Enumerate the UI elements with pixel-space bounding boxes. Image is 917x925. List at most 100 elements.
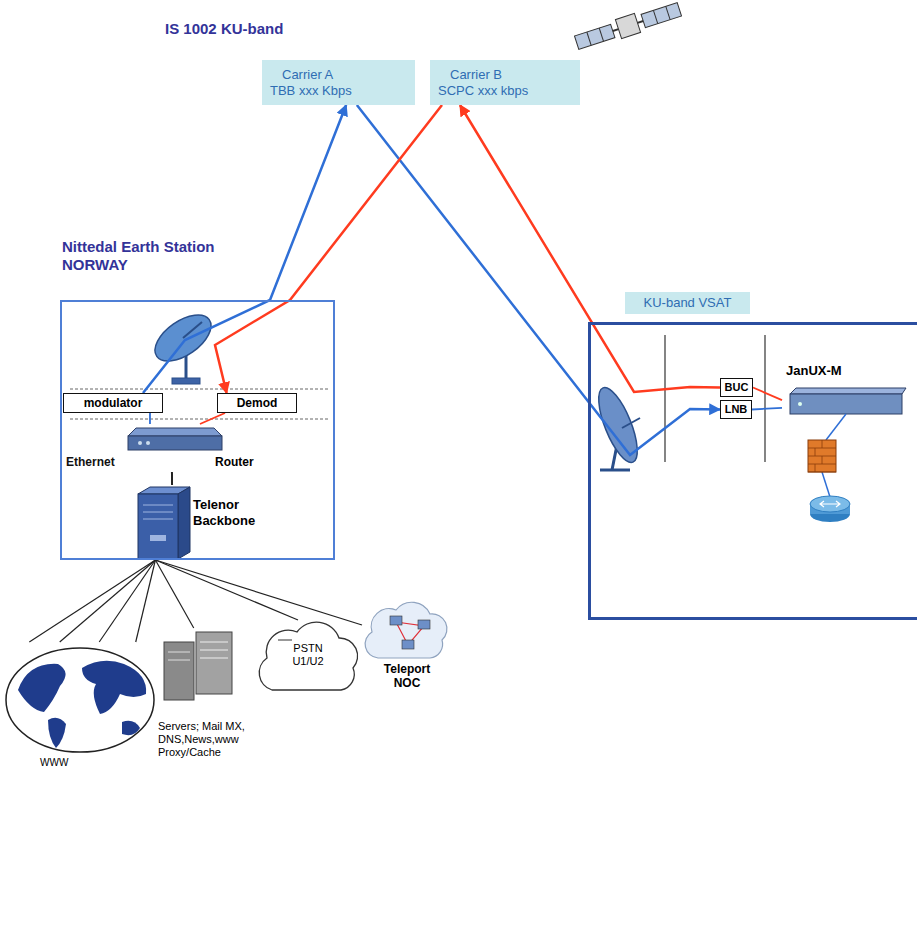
pstn-cloud [259, 622, 357, 690]
server-rack-icon-part [196, 632, 232, 694]
connector [215, 105, 442, 393]
lan-router-icon-part [820, 501, 840, 507]
carrier-box: Carrier BSCPC xxx kbps [430, 60, 580, 105]
node-text: Servers; Mail MX, DNS,News,www Proxy/Cac… [158, 720, 260, 760]
internet-node: WWW [5, 642, 157, 772]
node-text: Nittedal Earth Station NORWAY [62, 238, 277, 274]
backbone-node: Telenor Backbone [125, 485, 285, 560]
server-icon [138, 487, 190, 559]
divider-line [665, 335, 765, 462]
router-node: Router [128, 424, 268, 472]
satellite-icon-part [615, 13, 640, 38]
lnb-box: LNB [720, 400, 752, 419]
connector [357, 105, 720, 455]
connector [99, 560, 155, 642]
vsat-dish-part [622, 418, 640, 428]
node-text: KU-band VSAT [625, 292, 750, 314]
globe-icon [6, 648, 154, 752]
dashed-line-part [70, 389, 330, 390]
earth-station-dish-part [147, 306, 219, 371]
divider-line-part [664, 335, 665, 462]
vsat-dish-part [591, 383, 645, 467]
firewall-icon-part [822, 440, 823, 448]
node-text: JanUX-M [786, 363, 842, 379]
node-text: PSTN U1/U2 [286, 642, 330, 668]
node-text: Router [215, 455, 254, 469]
pstn-cloud-part [278, 640, 292, 641]
router-icon-part [138, 441, 142, 445]
globe-icon-part [6, 648, 154, 752]
globe-icon-part [48, 718, 66, 748]
node-text: BUC [725, 381, 749, 394]
globe-icon-part [82, 661, 146, 714]
server-rack-icon-part [168, 652, 190, 653]
server-icon-part [143, 512, 173, 513]
connector [29, 560, 155, 642]
server-rack-icon-part [200, 642, 228, 643]
connector [753, 388, 782, 401]
firewall-icon-part [815, 464, 816, 472]
router-icon-part [128, 436, 222, 450]
connector [155, 560, 362, 625]
server-rack-icon-part [200, 650, 228, 651]
node-text: Teleport NOC [374, 662, 440, 691]
dashed-line-part [70, 419, 330, 420]
globe-icon-part [18, 664, 66, 712]
firewall-icon-part [808, 440, 836, 472]
satellite-icon-part [613, 29, 619, 31]
lan-router-icon [810, 496, 850, 522]
carrier-box: Carrier ATBB xxx Kbps [262, 60, 415, 105]
firewall-icon-part [815, 448, 816, 456]
noc-cloud-part [365, 602, 447, 658]
modem-icon-part [798, 402, 802, 406]
link-label: Ethernet [66, 455, 115, 469]
noc-node: Teleport NOC [362, 592, 452, 702]
noc-cloud-part [402, 640, 414, 649]
modulator-box: modulator [63, 393, 163, 413]
server-rack-icon-part [200, 658, 228, 659]
modem-icon [790, 388, 906, 414]
server-icon-part [138, 494, 178, 559]
satellite-icon-part [574, 24, 614, 49]
router-icon [128, 428, 222, 450]
server-icon-part [150, 535, 166, 541]
modem-icon-part [790, 394, 902, 414]
lan-router-icon-part [810, 496, 850, 512]
buc-box: BUC [720, 378, 753, 397]
firewall-icon-part [808, 472, 836, 473]
node-text: WWW [40, 757, 68, 769]
globe-icon-part [122, 721, 140, 735]
noc-cloud-part [418, 620, 430, 629]
satellite-icon-part [599, 28, 603, 41]
satellite-icon-part [638, 21, 644, 23]
pstn-node: PSTN U1/U2 [258, 620, 358, 695]
connector [136, 560, 156, 642]
node-text: Carrier B [450, 67, 502, 83]
server-icon-part [143, 505, 173, 506]
satellite-icon-part [666, 6, 670, 19]
demod-box: Demod [217, 393, 297, 413]
node-text: LNB [725, 403, 748, 416]
modem-icon-part [790, 388, 906, 394]
connector [752, 408, 782, 410]
satellite-icon-part [653, 10, 657, 23]
node-text: TBB xxx Kbps [270, 83, 352, 99]
earth-station-box: Nittedal Earth Station NORWAYmodulatorDe… [60, 300, 335, 560]
divider-line-part [764, 335, 765, 462]
node-text: Carrier A [282, 67, 333, 83]
servers-node: Servers; Mail MX, DNS,News,www Proxy/Cac… [156, 628, 258, 768]
router-icon-part [146, 441, 150, 445]
vsat-dish-part [600, 469, 630, 472]
firewall-icon-part [808, 440, 836, 472]
vsat-dish [591, 383, 645, 470]
satellite-label: IS 1002 KU-band [165, 20, 283, 37]
vsat-box: KU-band VSATBUCLNBJanUX-M [588, 322, 917, 620]
globe-icon-part [18, 661, 146, 748]
connector [200, 413, 225, 424]
node-text: Telenor Backbone [193, 497, 265, 528]
satellite-icon-part [641, 3, 681, 28]
earth-station-dish-part [172, 378, 200, 384]
node-text: modulator [84, 396, 143, 410]
